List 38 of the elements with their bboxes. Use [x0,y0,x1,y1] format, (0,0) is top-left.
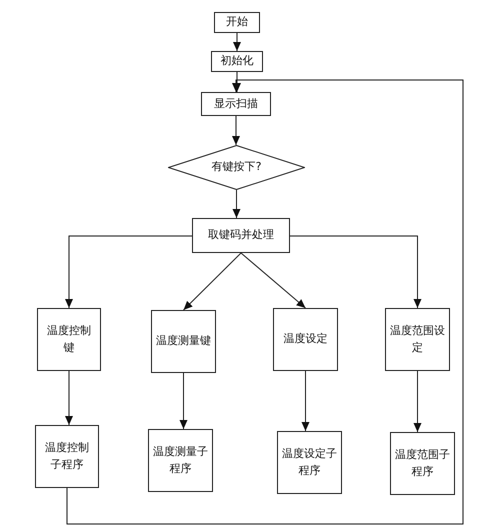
process-box [273,308,338,371]
process-box [385,308,450,371]
arrow [290,236,422,308]
process-box [390,432,455,495]
node-label: 有键按下? [212,159,262,176]
arrow [66,80,464,524]
node-label: 取键码并处理 [208,227,274,244]
node-label: 温度范围子程序 [395,447,450,480]
arrow [240,252,306,308]
node-label: 初始化 [220,53,254,70]
arrow [183,252,242,310]
process-box [37,308,101,371]
process-box [35,425,99,488]
arrow [180,372,188,430]
node-label: 温度测量键 [156,333,211,350]
process-box [214,12,260,33]
process-box [192,218,290,253]
arrow [65,236,192,308]
process-box [151,310,216,373]
node-label: 开始 [226,14,248,30]
node-label: 温度控制子程序 [44,440,90,472]
arrow [302,370,310,432]
node-label: 温度设定子程序 [282,446,337,478]
node-label: 温度设定 [284,331,328,348]
node-label: 温度范围设定 [390,323,445,356]
node-label: 显示扫描 [214,96,258,112]
process-box [201,92,271,116]
process-box [211,51,263,72]
arrow [65,370,73,426]
arrow [232,190,240,218]
arrow [233,32,241,52]
process-box [148,429,213,492]
arrow [414,370,422,432]
node-label: 温度测量子程序 [153,444,208,476]
node-label: 温度控制键 [46,323,92,356]
decision-diamond [168,145,305,190]
process-box [277,431,342,494]
arrow [232,116,240,146]
